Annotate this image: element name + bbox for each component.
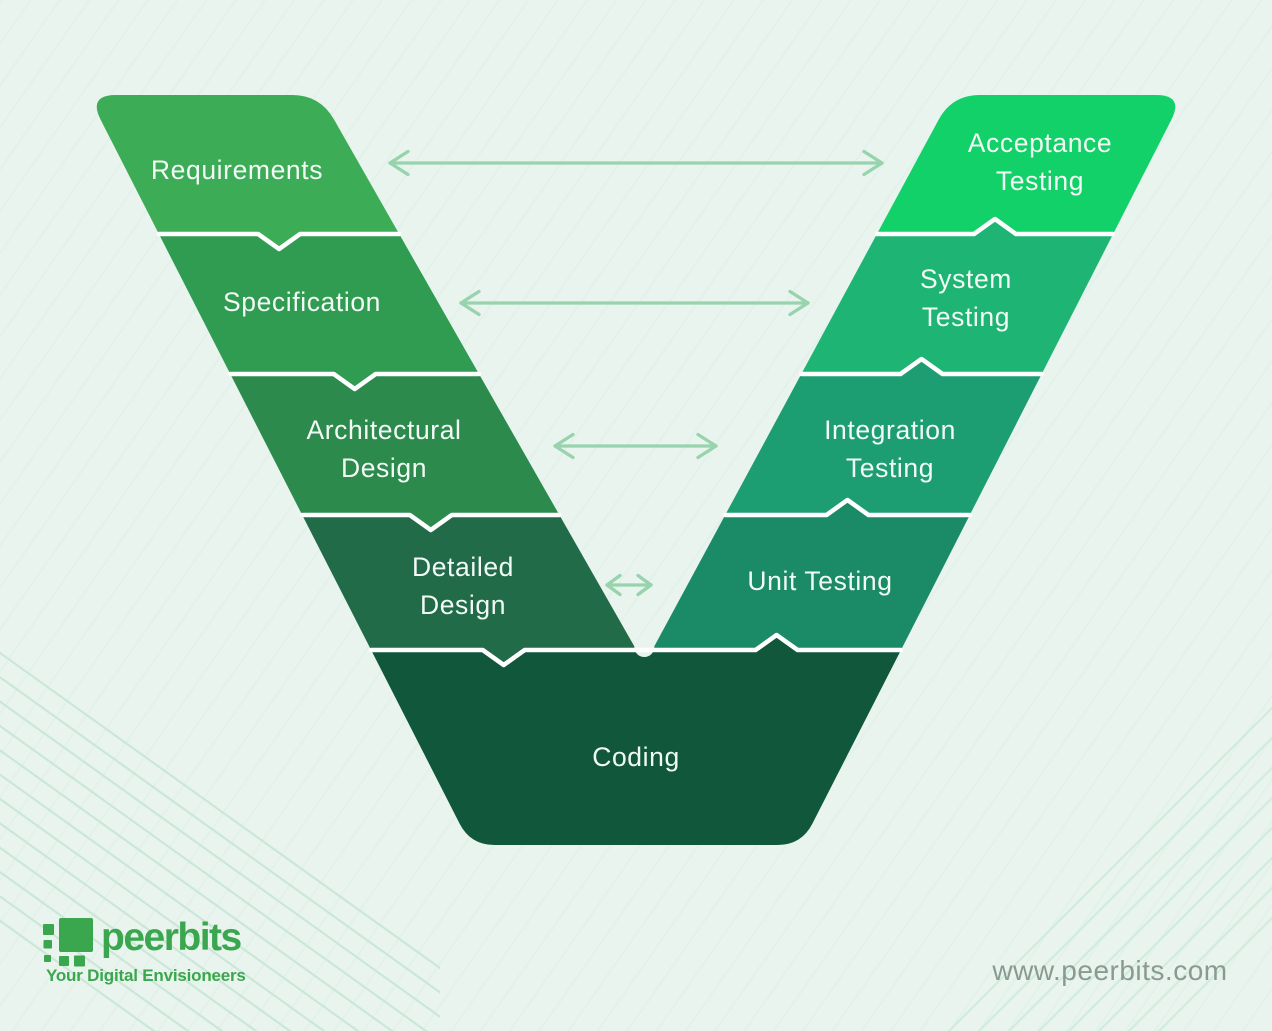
divider-left-1 [156, 231, 402, 252]
segment-architectural-design [230, 374, 560, 530]
v-gap-rounded-tip [634, 637, 655, 657]
segment-acceptance-testing [876, 95, 1176, 234]
left-arm [96, 95, 637, 665]
segment-labels: Requirements Specification Architectural… [151, 128, 1112, 772]
hatch-lines-bottom-right [947, 706, 1272, 1031]
label-specification: Specification [223, 287, 381, 317]
label-architectural: Architectural [306, 415, 461, 445]
label-acceptance-testing: Testing [996, 166, 1084, 196]
divider-right-1 [874, 216, 1116, 237]
label-detailed-design: Design [420, 590, 506, 620]
divider-left-2 [228, 371, 482, 392]
peerbits-tagline: Your Digital Envisioneers [46, 966, 246, 985]
segment-coding [371, 635, 902, 845]
right-arm [652, 95, 1176, 650]
divider-coding-top [368, 632, 904, 668]
divider-left-3 [299, 512, 562, 533]
arrow-requirements-acceptance [388, 149, 884, 177]
label-integration-testing: Testing [846, 453, 934, 483]
label-system-testing: Testing [922, 302, 1010, 332]
segment-specification [158, 234, 479, 389]
arrow-specification-system [459, 289, 810, 317]
label-coding: Coding [592, 742, 680, 772]
label-architectural-design: Design [341, 453, 427, 483]
peerbits-logo: peerbits Your Digital Envisioneers [43, 916, 246, 985]
label-integration: Integration [824, 415, 956, 445]
segment-detailed-design [302, 515, 637, 665]
divider-right-2 [799, 356, 1044, 377]
arrow-detailed-unit [605, 573, 653, 597]
label-acceptance: Acceptance [968, 128, 1112, 158]
hatch-lines-bottom-left [0, 651, 440, 1031]
segment-unit-testing [652, 500, 970, 650]
label-system: System [920, 264, 1012, 294]
arrow-architectural-integration [553, 432, 718, 460]
website-url-link[interactable]: www.peerbits.com [991, 955, 1227, 986]
label-requirements: Requirements [151, 155, 323, 185]
divider-right-3 [722, 497, 973, 518]
link-arrows [388, 149, 884, 597]
label-unit-testing: Unit Testing [747, 566, 892, 596]
peerbits-brand-name: peerbits [101, 916, 242, 959]
peerbits-logo-mark-icon [43, 918, 93, 967]
segment-system-testing [801, 219, 1114, 374]
segment-dividers [156, 216, 1116, 668]
segment-requirements [96, 95, 400, 249]
segment-integration-testing [725, 359, 1042, 515]
label-detailed: Detailed [412, 552, 514, 582]
